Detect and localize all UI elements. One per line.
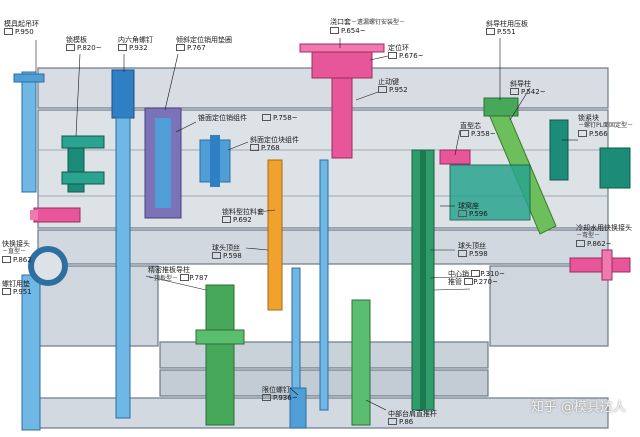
hex-screw-part xyxy=(111,69,135,119)
label-sprue-puller: 锁料型拉料套 P.692 xyxy=(222,208,264,224)
label-locking-plate: 锁模板 P.820~ xyxy=(66,36,102,52)
catalog-page-icon xyxy=(471,270,481,277)
catalog-page-icon xyxy=(2,256,11,263)
label-ball-plunger: 球窝座 P.596 xyxy=(458,202,488,218)
catalog-page-icon xyxy=(510,88,519,95)
label-stop-bolt: 限位螺钉 P.936~ xyxy=(262,386,298,402)
label-angle-pin: 斜导柱 P.542~ xyxy=(510,80,546,96)
label-anti-rotation-key: 止动键 P.952 xyxy=(378,78,408,94)
stop-bolt-part xyxy=(289,387,307,429)
catalog-page-icon xyxy=(330,27,339,34)
label-center-pin: 中心销 P.310~ 推管 P.270~ xyxy=(448,270,505,286)
catalog-page-icon xyxy=(388,418,397,425)
catalog-page-icon xyxy=(460,130,469,137)
label-locating-ring: 定位环 P.676~ xyxy=(388,44,424,60)
right-block xyxy=(599,147,631,189)
catalog-page-icon xyxy=(118,44,127,51)
label-cooling-quick-coupler: 冷却水用快换接头 －弯型－ P.862~ xyxy=(576,224,632,248)
catalog-page-icon xyxy=(486,28,495,35)
label-sprue-bushing: 浇口套－遗漏螺钉安装型－ P.654~ xyxy=(330,18,406,35)
label-spherical-stop-ball: 球头顶丝 P.598 xyxy=(212,244,242,260)
catalog-page-icon xyxy=(222,216,231,223)
catalog-page-icon xyxy=(576,240,585,247)
label-screw-plug: 螺钉用垫 P.951 xyxy=(2,280,32,296)
shoulder-pin-part xyxy=(351,299,371,426)
catalog-page-icon xyxy=(250,144,259,151)
label-straight-core: 直型芯 P.358~ xyxy=(460,122,496,138)
spacer-block-right xyxy=(489,265,609,347)
catalog-page-icon xyxy=(378,86,387,93)
ejector-pin-b xyxy=(319,159,329,411)
label-precision-ejector-guide: 精密推板导柱 －顶板型－ P.787 xyxy=(148,266,208,282)
label-locking-block: 锁紧块 －螺钉PL面固定型－ P.566 xyxy=(578,114,633,138)
label-hex-socket-screw: 内六角螺钉 P.932 xyxy=(118,36,153,52)
catalog-page-icon xyxy=(4,28,13,35)
catalog-page-icon xyxy=(458,250,467,257)
label-shoulder-ejector-pin: 中部台肩直推杆 P.86 xyxy=(388,410,437,426)
catalog-page-icon xyxy=(464,278,474,285)
label-angle-pin-press-plate: 斜导柱用压板 P.551 xyxy=(486,20,528,36)
cooling-coupler-part xyxy=(569,257,631,273)
catalog-page-icon xyxy=(262,114,271,121)
catalog-page-icon xyxy=(66,44,75,51)
catalog-page-icon xyxy=(578,130,587,137)
locating-ring-part xyxy=(299,43,385,53)
catalog-page-icon xyxy=(2,288,11,295)
lifting-bolt-left xyxy=(21,71,37,193)
sprue-puller-part xyxy=(267,159,283,311)
catalog-page-icon xyxy=(180,274,190,281)
catalog-page-icon xyxy=(388,52,397,59)
label-quick-coupler-left: 快换接头 －直型－ P.862 xyxy=(2,240,32,264)
label-taper-locating-unit: 锥面定位销组件 P.758~ xyxy=(198,114,298,122)
support-column-left xyxy=(21,274,41,431)
angle-pin-press-plate-part xyxy=(483,97,519,117)
catalog-page-icon xyxy=(458,210,467,217)
label-oblique-positioning-unit: 斜面定位块组件 P.768 xyxy=(250,136,299,152)
catalog-page-icon xyxy=(212,252,221,259)
catalog-page-icon xyxy=(176,44,185,51)
straight-core-part xyxy=(439,149,471,165)
label-mold-lifting-screw: 模具起吊环 P.950 xyxy=(4,20,39,36)
watermark: 知乎 @模具达人 xyxy=(530,400,626,415)
label-angle-pin-washer: 倾斜定位销用垫圈 P.767 xyxy=(176,36,232,52)
label-ball-plunger-2: 球头顶丝 P.598 xyxy=(458,242,488,258)
quick-coupler-left-part xyxy=(33,207,81,223)
locking-block-part xyxy=(549,119,569,181)
ring-gauge xyxy=(28,246,68,286)
catalog-page-icon xyxy=(262,394,271,401)
precision-guide-part xyxy=(205,284,235,426)
